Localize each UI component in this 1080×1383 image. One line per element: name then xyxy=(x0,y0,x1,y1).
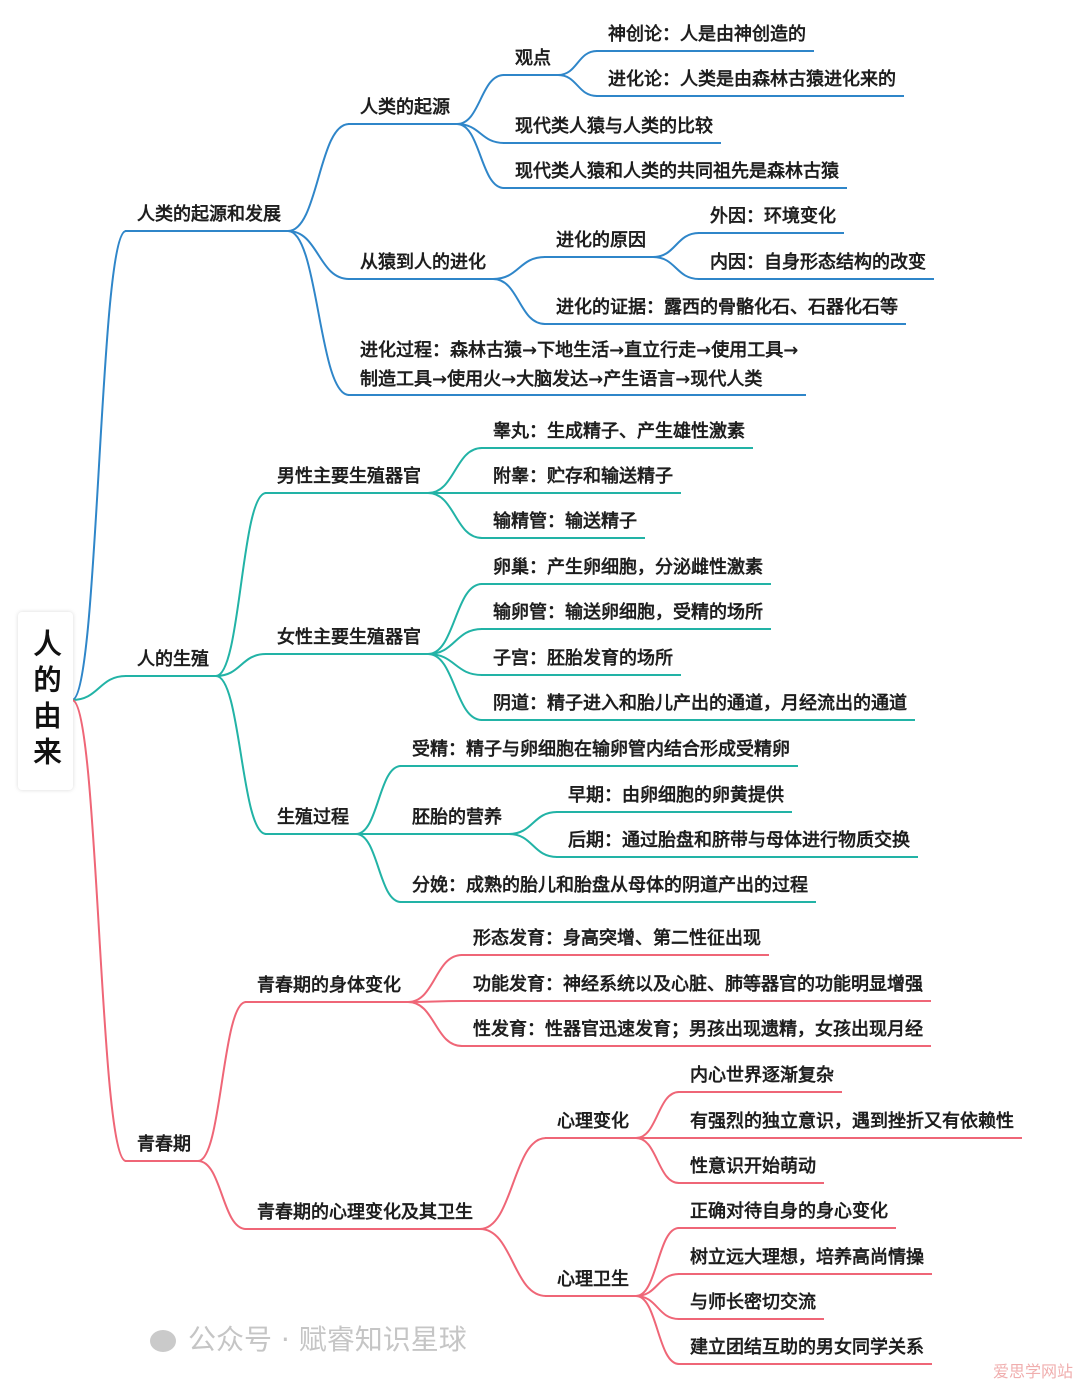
connector-t0211 xyxy=(508,833,558,858)
watermark: 公众号 · 赋睿知识星球 xyxy=(150,1318,467,1358)
node-mental-hygiene[interactable]: 心理卫生 xyxy=(545,1265,637,1297)
wechat-icon xyxy=(150,1330,176,1352)
connector-b0000 xyxy=(557,50,598,76)
connector-b0 xyxy=(71,230,127,701)
node-treat-changes[interactable]: 正确对待自身的身心变化 xyxy=(678,1197,896,1229)
node-common-ancestor[interactable]: 现代类人猿和人类的共同祖先是森林古猿 xyxy=(503,157,847,189)
connector-t02 xyxy=(215,675,267,835)
node-sexual-development[interactable]: 性发育：性器官迅速发育；男孩出现遗精，女孩出现月经 xyxy=(461,1015,931,1047)
site-watermark: 爱思学网站 xyxy=(993,1362,1074,1381)
node-human-origin[interactable]: 人类的起源 xyxy=(348,93,458,125)
node-function-development[interactable]: 功能发育：神经系统以及心脏、肺等器官的功能明显增强 xyxy=(461,970,931,1002)
connector-b002 xyxy=(456,123,505,189)
process-line-2: 制造工具→使用火→大脑发达→产生语言→现代人类 xyxy=(360,369,763,390)
node-evolution-process[interactable]: 进化过程：森林古猿→下地生活→直立行走→使用工具→ 制造工具→使用火→大脑发达→产… xyxy=(348,336,807,396)
connector-r01 xyxy=(197,1160,247,1230)
node-external-cause[interactable]: 外因：环境变化 xyxy=(698,202,844,234)
root-node[interactable]: 人的由来 xyxy=(18,612,73,790)
node-male-organs[interactable]: 男性主要生殖器官 xyxy=(265,462,429,494)
connector-b0100 xyxy=(652,232,700,258)
connector-b02 xyxy=(287,230,350,396)
connector-t000 xyxy=(427,447,483,494)
node-ape-human-compare[interactable]: 现代类人猿与人类的比较 xyxy=(503,112,721,144)
connector-b0001 xyxy=(557,74,598,97)
connector-b0101 xyxy=(652,256,700,280)
connector-t013 xyxy=(427,653,483,721)
node-independence[interactable]: 有强烈的独立意识，遇到挫折又有依赖性 xyxy=(678,1107,1022,1139)
connector-t0210 xyxy=(508,811,558,835)
node-reproduction-process[interactable]: 生殖过程 xyxy=(265,803,357,835)
node-mental-changes-hygiene[interactable]: 青春期的心理变化及其卫生 xyxy=(245,1198,481,1230)
connector-t020 xyxy=(355,765,402,835)
node-childbirth[interactable]: 分娩：成熟的胎儿和胎盘从母体的阴道产出的过程 xyxy=(400,871,816,903)
node-evolutionism[interactable]: 进化论：人类是由森林古猿进化来的 xyxy=(596,65,904,97)
node-late-stage[interactable]: 后期：通过胎盘和脐带与母体进行物质交换 xyxy=(556,826,918,858)
node-body-changes[interactable]: 青春期的身体变化 xyxy=(245,971,409,1003)
connector-b01 xyxy=(287,230,350,280)
node-ideals[interactable]: 树立远大理想，培养高尚情操 xyxy=(678,1243,932,1275)
node-creationism[interactable]: 神创论：人是由神创造的 xyxy=(596,20,814,52)
connector-r000 xyxy=(407,954,463,1003)
node-fertilization[interactable]: 受精：精子与卵细胞在输卵管内结合形成受精卵 xyxy=(400,735,798,767)
connector-t0 xyxy=(71,675,127,701)
connector-t011 xyxy=(427,628,483,655)
branch-reproduction[interactable]: 人的生殖 xyxy=(125,645,217,677)
node-oviduct[interactable]: 输卵管：输送卵细胞，受精的场所 xyxy=(481,598,771,630)
connector-r0110 xyxy=(635,1227,680,1297)
node-epididymis[interactable]: 附睾：贮存和输送精子 xyxy=(481,462,681,494)
connector-r0100 xyxy=(635,1091,680,1139)
connector-t00 xyxy=(215,492,267,677)
node-female-organs[interactable]: 女性主要生殖器官 xyxy=(265,623,429,655)
node-ovary[interactable]: 卵巢：产生卵细胞，分泌雌性激素 xyxy=(481,553,771,585)
node-testis[interactable]: 睾丸：生成精子、产生雄性激素 xyxy=(481,417,753,449)
node-early-stage[interactable]: 早期：由卵细胞的卵黄提供 xyxy=(556,781,792,813)
node-form-development[interactable]: 形态发育：身高突增、第二性征出现 xyxy=(461,924,769,956)
connector-b010 xyxy=(492,256,546,280)
node-embryo-nutrition[interactable]: 胚胎的营养 xyxy=(400,803,510,835)
connector-r0102 xyxy=(635,1137,680,1184)
connector-r0111 xyxy=(635,1273,680,1297)
branch-puberty[interactable]: 青春期 xyxy=(125,1130,199,1162)
node-peer-relations[interactable]: 建立团结互助的男女同学关系 xyxy=(678,1333,932,1365)
connector-b00 xyxy=(287,123,350,232)
connector-b011 xyxy=(492,278,546,325)
node-mental-changes[interactable]: 心理变化 xyxy=(545,1107,637,1139)
node-evolution-causes[interactable]: 进化的原因 xyxy=(544,226,654,258)
node-evolution-evidence[interactable]: 进化的证据：露西的骨骼化石、石器化石等 xyxy=(544,293,906,325)
connector-b000 xyxy=(456,74,505,125)
connector-r0 xyxy=(71,699,127,1162)
connector-t01 xyxy=(215,653,267,677)
node-viewpoints[interactable]: 观点 xyxy=(503,44,559,76)
node-sexual-awareness[interactable]: 性意识开始萌动 xyxy=(678,1152,824,1184)
node-communicate-teachers[interactable]: 与师长密切交流 xyxy=(678,1288,824,1320)
connector-t010 xyxy=(427,583,483,655)
process-line-1: 进化过程：森林古猿→下地生活→直立行走→使用工具→ xyxy=(360,340,799,361)
node-vagina[interactable]: 阴道：精子进入和胎儿产出的通道，月经流出的通道 xyxy=(481,689,915,721)
connector-r011 xyxy=(479,1228,547,1297)
connector-r0113 xyxy=(635,1295,680,1365)
node-internal-cause[interactable]: 内因：自身形态结构的改变 xyxy=(698,248,934,280)
node-ape-to-human[interactable]: 从猿到人的进化 xyxy=(348,248,494,280)
connector-r001 xyxy=(407,1000,463,1003)
connector-t002 xyxy=(427,492,483,539)
watermark-text: 公众号 · 赋睿知识星球 xyxy=(188,1323,467,1356)
connector-r00 xyxy=(197,1001,247,1162)
node-vas-deferens[interactable]: 输精管：输送精子 xyxy=(481,507,645,539)
node-uterus[interactable]: 子宫：胚胎发育的场所 xyxy=(481,644,681,676)
branch-origin-development[interactable]: 人类的起源和发展 xyxy=(125,200,289,232)
connector-t022 xyxy=(355,833,402,903)
connector-r010 xyxy=(479,1137,547,1230)
connector-r002 xyxy=(407,1001,463,1047)
node-inner-world[interactable]: 内心世界逐渐复杂 xyxy=(678,1061,842,1093)
